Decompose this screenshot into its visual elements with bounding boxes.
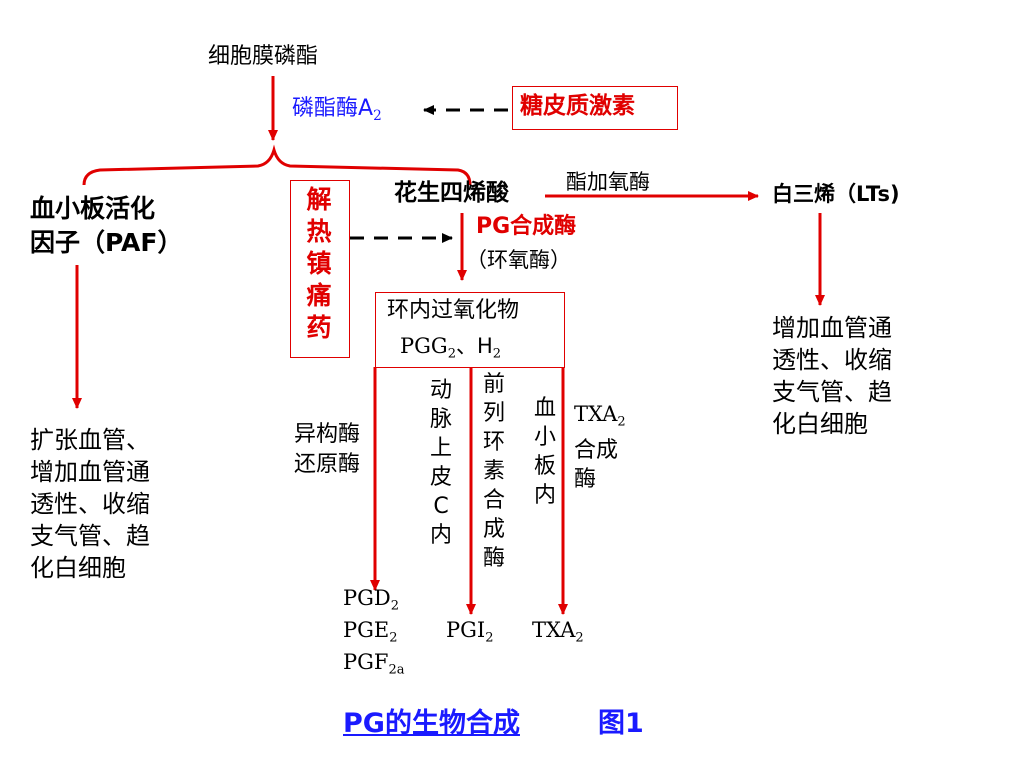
nsaid-label: 解热镇痛药 xyxy=(306,185,332,342)
arachidonic-acid-label: 花生四烯酸 xyxy=(394,180,509,206)
branch-brace xyxy=(82,144,472,186)
endoperoxide-box xyxy=(375,292,565,368)
endoperoxide-label: 环内过氧化物 xyxy=(387,298,520,323)
txa2-label: TXA2 xyxy=(532,618,584,646)
leukotriene-effect-text: 增加血管通 透性、收缩 支气管、趋 化白细胞 xyxy=(772,314,892,438)
pge2-label: PGE2 xyxy=(343,618,398,646)
cyclooxygenase-label: （环氧酶） xyxy=(466,248,571,272)
in-platelet-label: 血小板内 xyxy=(533,396,556,508)
paf-effect-text: 扩张血管、 增加血管通 透性、收缩 支气管、趋 化白细胞 xyxy=(30,426,150,582)
pg-synthase-label: PG合成酶 xyxy=(476,214,577,239)
nsaid-box xyxy=(290,180,350,358)
caption-figure-number: 图1 xyxy=(598,708,644,739)
txa2-synthase-label-line1: TXA2 xyxy=(574,402,626,430)
prostacyclin-synthase-label: 前列环素合成酶 xyxy=(482,372,505,571)
pla2-label: 磷酯酶A2 xyxy=(292,96,382,124)
paf-label-line1: 血小板活化 xyxy=(30,194,156,223)
glucocorticoid-box xyxy=(512,86,678,130)
glucocorticoid-label: 糖皮质激素 xyxy=(520,93,635,119)
caption-title: PG的生物合成 xyxy=(343,708,520,739)
pgd2-label: PGD2 xyxy=(343,586,400,614)
paf-label-line2: 因子（PAF） xyxy=(30,228,183,257)
pgg2-h2-label: PGG2、H2 xyxy=(400,334,502,362)
pgi2-label: PGI2 xyxy=(446,618,494,646)
arterial-endothelium-label: 动脉上皮C内 xyxy=(429,378,452,548)
pgf2a-label: PGF2a xyxy=(343,650,405,678)
txa2-synthase-label-rest: 合成酶 xyxy=(574,438,619,492)
leukotriene-label: 白三烯（LTs) xyxy=(772,182,900,206)
isomerase-reductase-label: 异构酶 还原酶 xyxy=(294,422,361,477)
lipoxygenase-label: 酯加氧酶 xyxy=(566,170,650,194)
membrane-phospholipid-label: 细胞膜磷酯 xyxy=(208,44,319,69)
